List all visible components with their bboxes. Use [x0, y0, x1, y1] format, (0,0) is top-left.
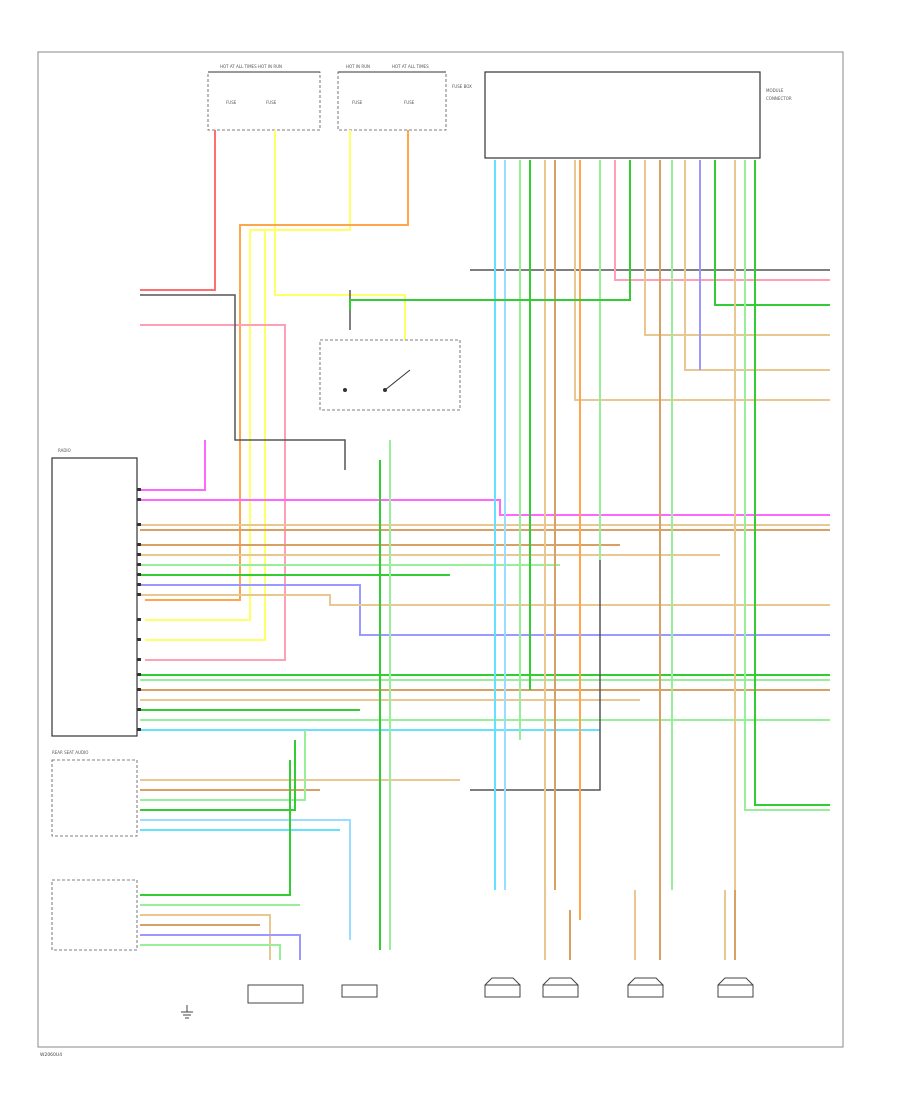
radio-box: RADIO	[51, 448, 138, 737]
wires	[140, 130, 830, 960]
amp-connector-box	[51, 879, 138, 951]
svg-text:RADIO: RADIO	[58, 448, 71, 453]
diagram-frame	[37, 51, 844, 1048]
svg-text:HOT AT ALL TIMES: HOT AT ALL TIMES	[392, 64, 429, 69]
left-front-speaker	[484, 977, 521, 998]
svg-text:HOT IN RUN: HOT IN RUN	[346, 64, 370, 69]
subwoofer	[247, 984, 304, 1004]
svg-text:CONNECTOR: CONNECTOR	[766, 96, 792, 101]
relay-box	[319, 339, 461, 411]
svg-text:FUSE: FUSE	[266, 100, 277, 105]
svg-text:FUSE BOX: FUSE BOX	[452, 84, 472, 89]
right-rear-speaker	[627, 977, 664, 998]
svg-text:HOT IN RUN: HOT IN RUN	[258, 64, 282, 69]
module-box-top-right: MODULE CONNECTOR	[484, 71, 792, 159]
svg-text:FUSE: FUSE	[404, 100, 415, 105]
left-rear-speaker	[542, 977, 579, 998]
figure-id: W2060U4	[40, 1052, 62, 1058]
fuse-box-right: HOT IN RUN HOT AT ALL TIMES FUSE FUSE FU…	[337, 64, 472, 131]
ground-symbol	[181, 1005, 193, 1019]
fuse-box-left: HOT AT ALL TIMES HOT IN RUN FUSE FUSE	[207, 64, 321, 131]
svg-text:FUSE: FUSE	[352, 100, 363, 105]
svg-text:FUSE: FUSE	[226, 100, 237, 105]
rear-seat-audio-box: REAR SEAT AUDIO	[51, 750, 138, 837]
radio-pins	[137, 488, 141, 731]
svg-text:REAR SEAT AUDIO: REAR SEAT AUDIO	[52, 750, 88, 755]
center-speaker	[341, 984, 378, 998]
right-front-speaker	[717, 977, 754, 998]
svg-text:MODULE: MODULE	[766, 88, 784, 93]
svg-text:HOT AT ALL TIMES: HOT AT ALL TIMES	[220, 64, 257, 69]
